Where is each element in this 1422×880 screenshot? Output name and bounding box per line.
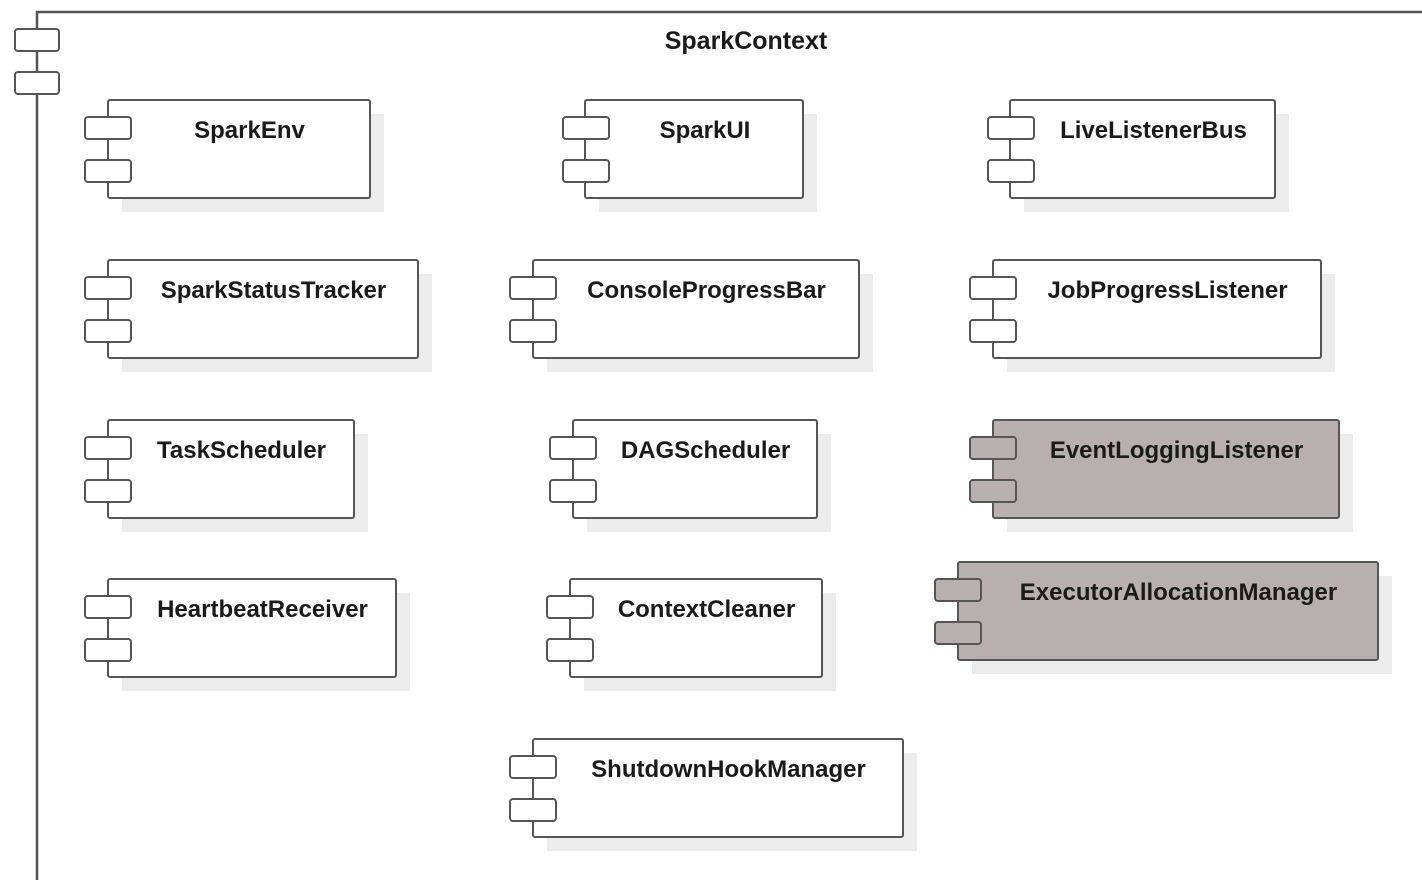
component-tab-icon [84, 638, 132, 662]
container-title: SparkContext [665, 27, 828, 55]
container-frame [35, 10, 1422, 880]
component-console-progress-bar[interactable]: ConsoleProgressBar [509, 259, 873, 372]
component-label: EventLoggingListener [1050, 437, 1303, 464]
component-label: LiveListenerBus [1060, 117, 1247, 144]
components: SparkEnv SparkUI LiveListenerBusSparkStatu… [84, 99, 1392, 851]
component-tab-icon [562, 159, 610, 183]
component-box [107, 419, 355, 519]
component-tab-icon [987, 116, 1035, 140]
container-sparkcontext: SparkContext [14, 10, 1422, 880]
component-tab-icon [549, 479, 597, 503]
container-component-tab-top [14, 28, 60, 52]
component-label: DAGScheduler [621, 437, 790, 464]
component-task-scheduler[interactable]: TaskScheduler [84, 419, 368, 532]
component-tab-icon [84, 159, 132, 183]
component-tab-icon [969, 319, 1017, 343]
component-label: ShutdownHookManager [591, 756, 866, 783]
component-shutdown-hook-manager[interactable]: ShutdownHookManager [509, 738, 917, 851]
component-box [532, 259, 860, 359]
component-label: HeartbeatReceiver [157, 596, 368, 623]
component-label: ConsoleProgressBar [587, 277, 826, 304]
component-tab-icon [562, 116, 610, 140]
component-tab-icon [934, 621, 982, 645]
component-heartbeat-receiver[interactable]: HeartbeatReceiver [84, 578, 410, 691]
component-box [107, 99, 371, 199]
component-event-logging-listener[interactable]: EventLoggingListener [969, 419, 1353, 532]
component-label: ExecutorAllocationManager [1020, 579, 1337, 606]
component-spark-ui[interactable]: SparkUI [562, 99, 817, 212]
component-dag-scheduler[interactable]: DAGScheduler [549, 419, 831, 532]
component-tab-icon [509, 798, 557, 822]
component-tab-icon [969, 479, 1017, 503]
component-tab-icon [987, 159, 1035, 183]
component-tab-icon [84, 479, 132, 503]
component-spark-env[interactable]: SparkEnv [84, 99, 384, 212]
component-box [992, 259, 1322, 359]
component-box [584, 99, 804, 199]
component-box [107, 259, 419, 359]
component-label: JobProgressListener [1047, 277, 1287, 304]
component-executor-allocation-manager[interactable]: ExecutorAllocationManager [934, 561, 1392, 674]
component-tab-icon [509, 319, 557, 343]
component-job-progress-listener[interactable]: JobProgressListener [969, 259, 1335, 372]
component-context-cleaner[interactable]: ContextCleaner [546, 578, 836, 691]
component-tab-icon [509, 276, 557, 300]
component-tab-icon [509, 755, 557, 779]
component-box [107, 578, 397, 678]
container-component-tab-bottom [14, 71, 60, 95]
component-label: SparkStatusTracker [161, 277, 386, 304]
component-tab-icon [84, 319, 132, 343]
component-box [957, 561, 1379, 661]
component-box [992, 419, 1340, 519]
component-tab-icon [84, 436, 132, 460]
component-tab-icon [934, 578, 982, 602]
component-box [569, 578, 823, 678]
component-box [572, 419, 818, 519]
component-tab-icon [549, 436, 597, 460]
component-tab-icon [546, 638, 594, 662]
component-box [1009, 99, 1276, 199]
component-tab-icon [969, 276, 1017, 300]
component-label: ContextCleaner [618, 596, 795, 623]
component-label: SparkUI [660, 117, 751, 144]
component-tab-icon [84, 116, 132, 140]
component-tab-icon [84, 276, 132, 300]
component-spark-status-tracker[interactable]: SparkStatusTracker [84, 259, 432, 372]
component-tab-icon [546, 595, 594, 619]
component-box [532, 738, 904, 838]
component-label: SparkEnv [194, 117, 305, 144]
component-tab-icon [84, 595, 132, 619]
component-label: TaskScheduler [157, 437, 326, 464]
component-tab-icon [969, 436, 1017, 460]
component-live-listener-bus[interactable]: LiveListenerBus [987, 99, 1289, 212]
